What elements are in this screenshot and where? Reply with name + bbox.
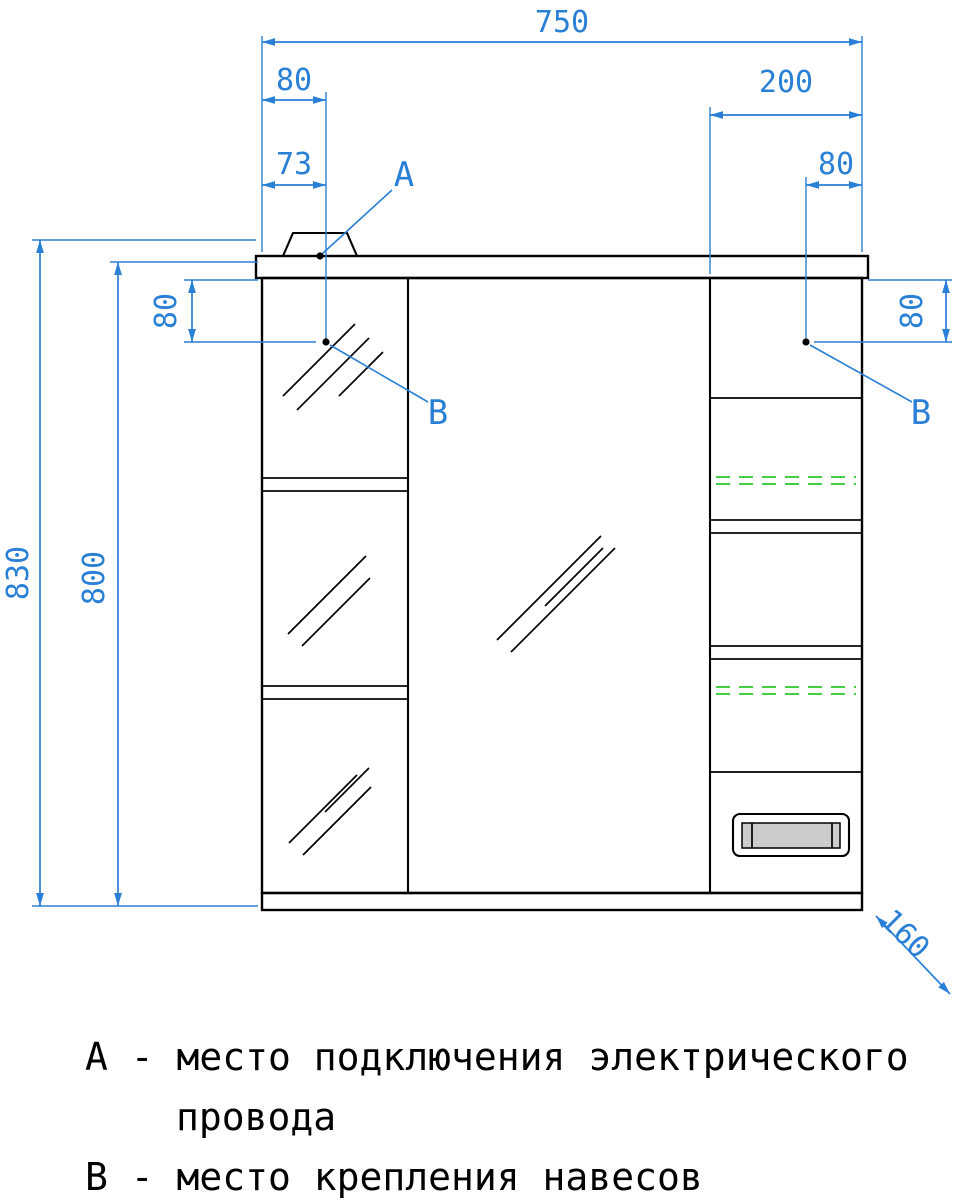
leader-bracket-right <box>809 344 913 403</box>
mirror-hatch-left-top <box>282 323 384 411</box>
dim-text-right-door-width: 200 <box>759 65 813 100</box>
dim-text-depth: 160 <box>873 903 936 966</box>
dim-line-depth <box>875 915 951 995</box>
left-shelf-band-2 <box>261 685 409 700</box>
dim-text-lamp-offset: 80 <box>276 63 312 98</box>
dim-text-overall-height: 830 <box>1 546 36 600</box>
wire-connection-point <box>316 252 324 260</box>
right-shelf-band-2 <box>709 645 863 660</box>
right-shelf-band-1 <box>709 519 863 534</box>
cornice-panel <box>254 254 870 280</box>
mirror-hatch-left-middle <box>287 555 371 647</box>
callout-a-label: А <box>394 155 414 195</box>
left-shelf-band-1 <box>261 477 409 492</box>
dim-text-bracket-drop-right: 80 <box>895 293 930 329</box>
leader-wire-point <box>321 189 393 255</box>
bracket-point-right <box>802 338 810 346</box>
legend-line-2: провода <box>176 1095 336 1139</box>
cabinet-front-view <box>254 231 870 912</box>
dim-text-wire-offset: 73 <box>276 147 312 182</box>
callout-b-right-label: В <box>911 393 931 433</box>
glass-shelf-dashed-1 <box>716 476 856 485</box>
legend-line-3: В - место крепления навесов <box>85 1155 703 1199</box>
mirror-hatch-left-bottom <box>288 767 372 856</box>
glass-shelf-dashed-2 <box>716 686 856 695</box>
lamp-housing <box>282 231 358 257</box>
dimension-labels: 750 80 73 200 80 830 800 80 80 160 А В В <box>1 5 936 966</box>
bracket-point-left <box>322 338 330 346</box>
dim-text-cabinet-height: 800 <box>77 551 112 605</box>
cabinet-body <box>260 276 864 895</box>
mirror-hatch-center <box>496 535 616 653</box>
leader-bracket-left <box>329 344 429 403</box>
legend: А - место подключения электрического про… <box>85 1035 909 1199</box>
dim-text-overall-width: 750 <box>535 5 589 40</box>
dimension-annotations <box>32 36 952 995</box>
light-fixture-outer <box>731 812 851 858</box>
light-fixture-diffuser <box>741 822 841 849</box>
legend-line-1: А - место подключения электрического <box>85 1035 909 1079</box>
dim-text-bracket-offset-right: 80 <box>818 147 854 182</box>
bottom-plinth <box>260 891 864 912</box>
dim-text-bracket-drop-left: 80 <box>149 293 184 329</box>
callout-b-left-label: В <box>428 393 448 433</box>
